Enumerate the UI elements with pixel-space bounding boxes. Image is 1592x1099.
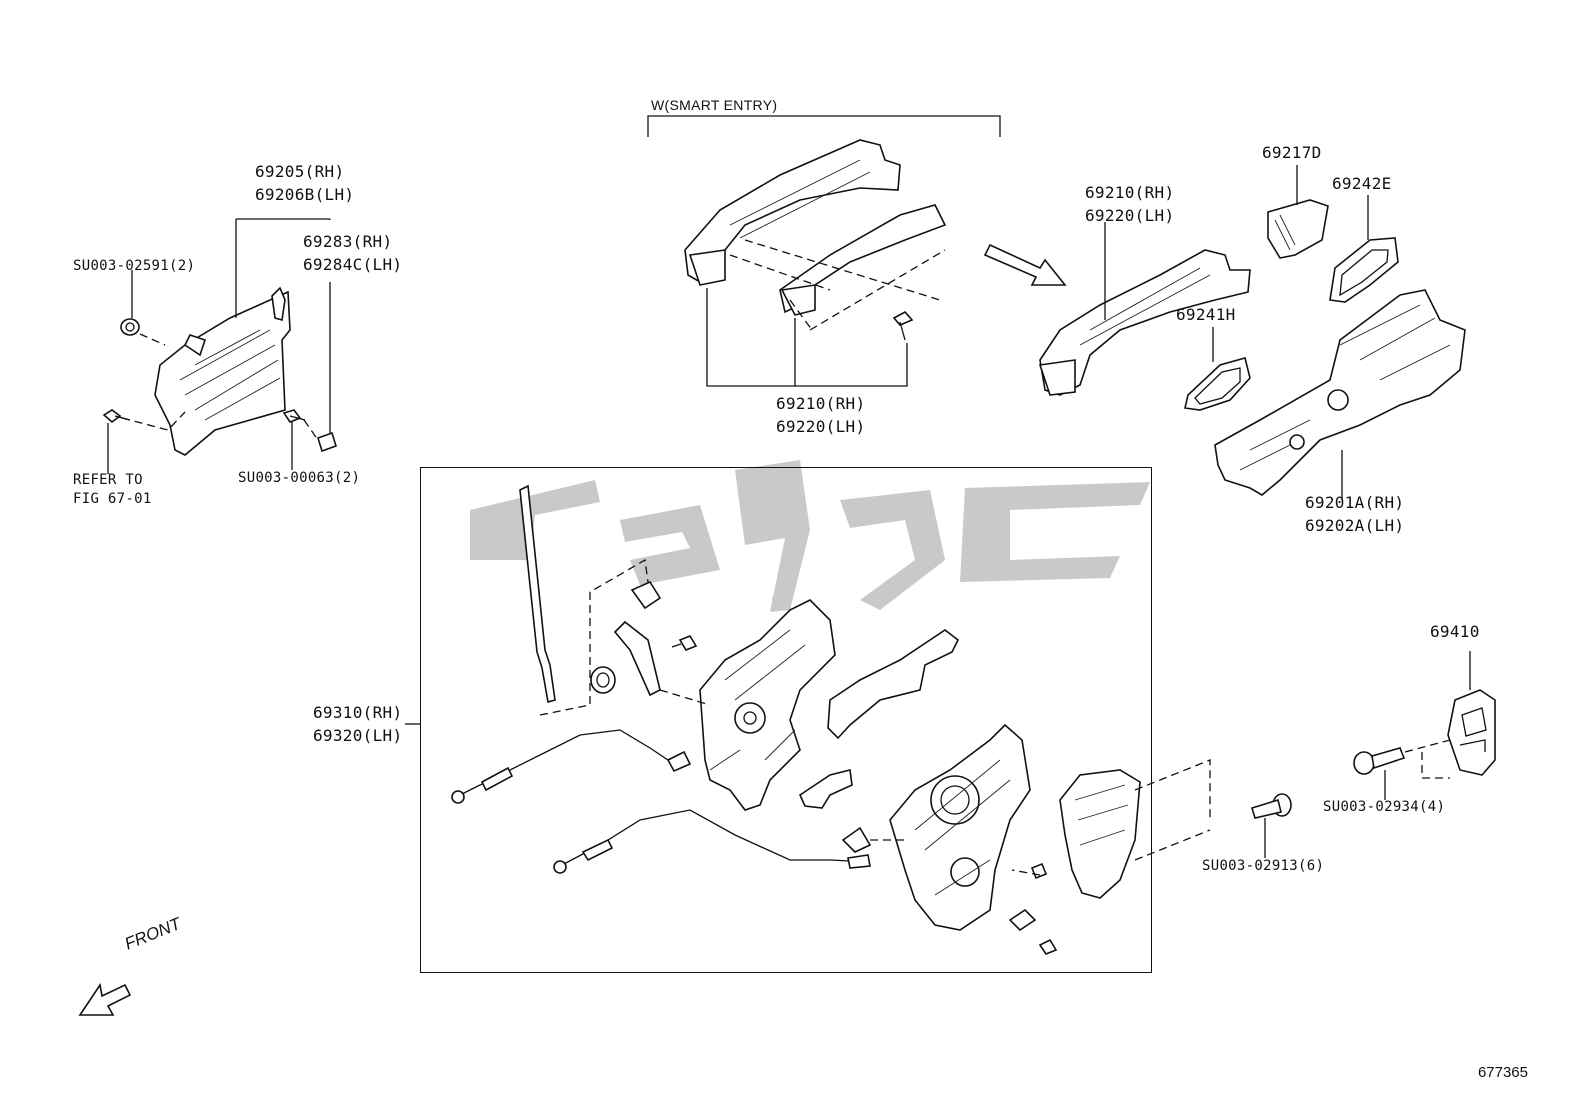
part-label-69220: 69220(LH) (1085, 206, 1175, 225)
lock-assembly-frame (420, 467, 1152, 973)
outside-handle (1038, 222, 1251, 396)
part-label-69201a: 69201A(RH) (1305, 493, 1405, 512)
handle-cap (1267, 165, 1329, 259)
smart-entry-bracket (647, 115, 1001, 137)
striker (1353, 651, 1496, 800)
refer-to-label: REFER TO (73, 472, 143, 488)
part-label-69206b: 69206B(LH) (255, 185, 355, 204)
smart-entry-label: W(SMART ENTRY) (651, 97, 778, 113)
figure-reference-label: FIG 67-01 (73, 491, 152, 507)
part-label-69410: 69410 (1430, 622, 1480, 641)
part-label-su003-02591: SU003-02591(2) (73, 258, 196, 274)
part-label-69217d: 69217D (1262, 143, 1322, 162)
inside-handle-assembly (102, 218, 337, 474)
direction-arrow-icon (983, 243, 1067, 286)
gasket-rear (1184, 327, 1251, 411)
part-label-su003-02913: SU003-02913(6) (1202, 858, 1325, 874)
diagram-id: 677365 (1477, 1064, 1528, 1081)
part-label-69310: 69310(RH) (313, 703, 403, 722)
part-label-69210-smart: 69210(RH) (776, 394, 866, 413)
outside-handle-smart (684, 139, 947, 387)
front-arrow-icon (78, 982, 132, 1016)
part-label-69242e: 69242E (1332, 174, 1392, 193)
part-label-69320: 69320(LH) (313, 726, 403, 745)
gasket-front (1329, 195, 1399, 303)
part-label-69283: 69283(RH) (303, 232, 393, 251)
part-label-69202a: 69202A(LH) (1305, 516, 1405, 535)
latch-screw (1251, 793, 1292, 858)
handle-frame (1214, 289, 1466, 500)
watermark-logo-icon (470, 460, 1150, 612)
part-label-69241h: 69241H (1176, 305, 1236, 324)
part-label-su003-00063: SU003-00063(2) (238, 470, 361, 486)
lock-assembly-box (451, 484, 1211, 955)
part-label-69284c: 69284C(LH) (303, 255, 403, 274)
part-label-su003-02934: SU003-02934(4) (1323, 799, 1446, 815)
part-label-69220-smart: 69220(LH) (776, 417, 866, 436)
part-label-69210: 69210(RH) (1085, 183, 1175, 202)
part-label-69205: 69205(RH) (255, 162, 345, 181)
